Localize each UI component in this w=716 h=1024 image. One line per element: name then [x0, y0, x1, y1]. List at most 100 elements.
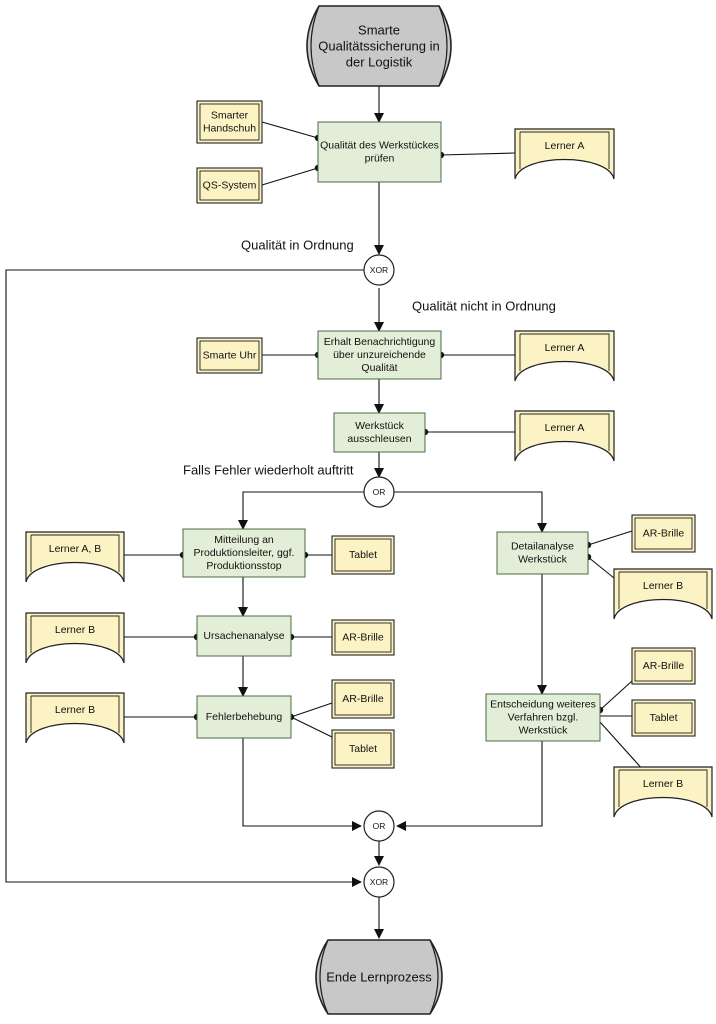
annotation-qualitaet_ok: Qualität in Ordnung	[241, 238, 354, 253]
resource-handschuh-label-line: Smarter	[211, 110, 249, 122]
role-lerner_a_3: Lerner A	[514, 410, 615, 462]
function-ursachenanalyse: Ursachenanalyse	[196, 615, 292, 657]
resource-box-outer	[331, 535, 395, 575]
resource-tablet_1: Tablet	[331, 535, 395, 575]
resource-box-inner	[634, 517, 693, 550]
resource-box-outer	[196, 337, 263, 374]
event-end: Ende Lernprozess	[315, 939, 443, 1015]
annotation-qualitaet_nicht_ok: Qualität nicht in Ordnung	[412, 299, 556, 314]
function-box	[196, 615, 292, 657]
resource-box-outer	[331, 679, 395, 719]
role-lerner_b_4: Lerner B	[613, 766, 713, 818]
function-pruefen-label-line: prüfen	[365, 152, 395, 164]
flow-entscheidung-to-or-join	[396, 741, 543, 831]
annotation-fehler_wiederholt: Falls Fehler wiederholt auftritt	[183, 463, 354, 478]
operator-xor_join: XOR	[363, 866, 395, 898]
function-mitteilung-label-line: Produktionsstop	[206, 560, 281, 572]
resource-box-outer	[331, 729, 395, 769]
flow-xor-bypass	[5, 269, 364, 887]
resource-box-inner	[334, 538, 392, 572]
connections	[5, 86, 646, 939]
resource-box-inner	[199, 170, 260, 201]
resource-box-outer	[631, 699, 696, 737]
role-lerner_b_2: Lerner B	[25, 692, 125, 744]
event-start-label-line: Qualitätssicherung in	[318, 39, 439, 54]
resource-tablet_2: Tablet	[331, 729, 395, 769]
function-benachrichtigung-label-line: Erhalt Benachrichtigung	[324, 336, 436, 348]
resource-ar_brille_2-label-line: AR-Brille	[342, 693, 384, 705]
role-lerner_b_3-label: Lerner B	[643, 580, 683, 592]
resource-uhr: Smarte Uhr	[196, 337, 263, 374]
operator-or_join-label: OR	[373, 821, 386, 831]
flow-fehler-to-or-join	[242, 738, 362, 831]
operator-or_join: OR	[363, 810, 395, 842]
operator-xor_join-label: XOR	[370, 877, 388, 887]
function-box	[317, 330, 442, 380]
resource-box-outer	[331, 619, 395, 656]
resource-ar_brille_1-label-line: AR-Brille	[342, 632, 384, 644]
resource-box-inner	[199, 340, 260, 371]
conn-lerner-a-1	[440, 152, 516, 156]
resource-handschuh-label-line: Handschuh	[203, 122, 256, 134]
conn-handschuh	[261, 121, 319, 139]
role-lerner_a_3-label: Lerner A	[545, 422, 585, 434]
role-lerner_b_3: Lerner B	[613, 568, 713, 620]
function-ausschleusen-label-line: ausschleusen	[347, 433, 411, 445]
function-mitteilung-label-line: Produktionsleiter, ggf.	[194, 547, 295, 559]
function-benachrichtigung-label-line: über unzureichende	[333, 349, 426, 361]
conn-lerner-b-3	[587, 556, 615, 579]
role-lerner_a_1-label: Lerner A	[545, 140, 585, 152]
operator-circle	[363, 810, 395, 842]
flow-or-to-mitteilung	[238, 491, 364, 530]
operator-circle	[363, 254, 395, 286]
operator-circle	[363, 866, 395, 898]
role-shape	[613, 766, 713, 818]
resource-tablet_2-label-line: Tablet	[349, 743, 377, 755]
resource-box-outer	[196, 100, 263, 144]
event-start-label-line: Smarte	[358, 23, 400, 38]
resource-qs_system: QS-System	[196, 167, 263, 204]
function-box	[333, 412, 426, 453]
resource-ar_brille_3-label-line: AR-Brille	[643, 528, 685, 540]
resource-box-inner	[634, 650, 693, 682]
role-lerner_b_2-label: Lerner B	[55, 704, 95, 716]
event-end-label-line: Ende Lernprozess	[326, 970, 432, 985]
operator-circle	[363, 476, 395, 508]
role-shape	[514, 128, 615, 180]
function-ausschleusen-label-line: Werkstück	[355, 420, 405, 432]
resource-box-inner	[199, 103, 260, 141]
function-mitteilung-label-line: Mitteilung an	[214, 534, 274, 546]
conn-ar-brille-2	[290, 702, 333, 718]
role-shape	[613, 568, 713, 620]
role-lerner_ab-label: Lerner A, B	[49, 543, 102, 555]
function-box	[496, 531, 589, 575]
resource-ar_brille_3: AR-Brille	[631, 514, 696, 553]
role-lerner_a_2-label: Lerner A	[545, 342, 585, 354]
resource-tablet_3: Tablet	[631, 699, 696, 737]
function-box	[196, 695, 292, 739]
resource-ar_brille_2: AR-Brille	[331, 679, 395, 719]
function-entscheidung-label-line: Verfahren bzgl.	[508, 712, 579, 724]
function-benachrichtigung-label-line: Qualität	[361, 362, 397, 374]
resource-box-inner	[334, 622, 392, 653]
role-lerner_ab: Lerner A, B	[25, 531, 125, 583]
conn-ar-brille-4	[599, 680, 633, 711]
event-start-label-line: der Logistik	[346, 54, 413, 69]
role-shape	[514, 330, 615, 382]
resource-uhr-label-line: Smarte Uhr	[203, 350, 257, 362]
role-shape	[514, 410, 615, 462]
role-lerner_b_1: Lerner B	[25, 612, 125, 664]
resource-ar_brille_4-label-line: AR-Brille	[643, 660, 685, 672]
role-lerner_a_2: Lerner A	[514, 330, 615, 382]
conn-tablet-2	[290, 716, 333, 738]
function-fehlerbehebung-label-line: Fehlerbehebung	[206, 711, 283, 723]
function-pruefen-label-line: Qualität des Werkstückes	[320, 140, 439, 152]
operator-or_split-label: OR	[373, 487, 386, 497]
operator-xor_split-label: XOR	[370, 265, 388, 275]
resource-box-outer	[631, 647, 696, 685]
resource-tablet_1-label-line: Tablet	[349, 549, 377, 561]
